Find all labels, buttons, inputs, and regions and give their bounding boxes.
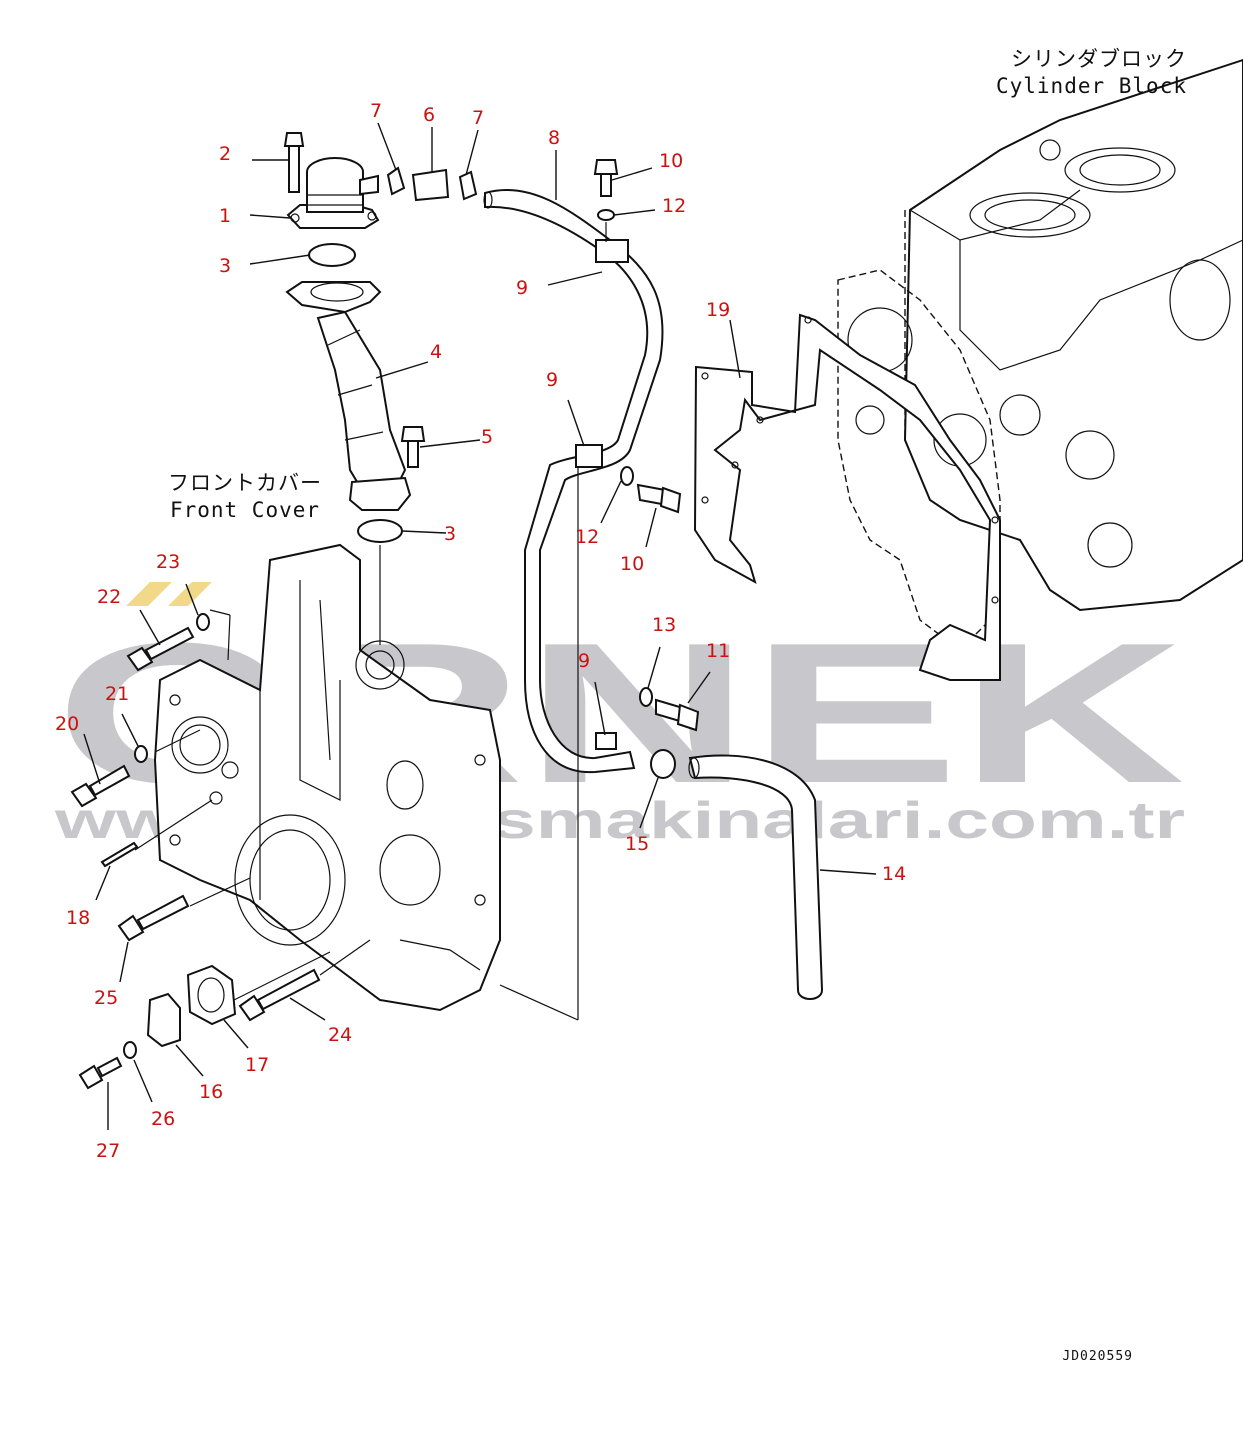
washer-12-upper bbox=[597, 209, 615, 221]
callout-2: 2 bbox=[219, 143, 231, 165]
callout-15: 15 bbox=[625, 833, 649, 855]
callout-16: 16 bbox=[199, 1081, 223, 1103]
bolt-27 bbox=[78, 1056, 123, 1090]
callout-7-left: 7 bbox=[370, 100, 382, 122]
bolt-11 bbox=[655, 698, 700, 732]
callout-3-lower: 3 bbox=[444, 523, 456, 545]
o-ring-3-lower bbox=[357, 519, 403, 543]
callout-8: 8 bbox=[548, 127, 560, 149]
callout-19: 19 bbox=[706, 299, 730, 321]
gasket-17 bbox=[186, 964, 237, 1026]
callout-23: 23 bbox=[156, 551, 180, 573]
callout-6: 6 bbox=[423, 104, 435, 126]
callout-9-lower: 9 bbox=[578, 650, 590, 672]
callout-10-upper: 10 bbox=[659, 150, 683, 172]
drawing-reference: JD020559 bbox=[1062, 1349, 1133, 1364]
callout-9-middle: 9 bbox=[546, 369, 558, 391]
o-ring-3-upper bbox=[308, 243, 356, 267]
gasket-19 bbox=[693, 313, 1001, 681]
callout-numbers: 2 1 3 7 6 7 8 10 12 9 4 5 3 9 12 10 19 1… bbox=[55, 100, 906, 1162]
callout-21: 21 bbox=[105, 683, 129, 705]
callout-26: 26 bbox=[151, 1108, 175, 1130]
washer-21 bbox=[134, 745, 148, 763]
callout-17: 17 bbox=[245, 1054, 269, 1076]
washer-12-lower bbox=[620, 466, 634, 486]
callout-12-lower: 12 bbox=[575, 526, 599, 548]
callout-22: 22 bbox=[97, 586, 121, 608]
callout-5: 5 bbox=[481, 426, 493, 448]
bolt-10-lower bbox=[636, 483, 682, 514]
callout-7-right: 7 bbox=[472, 107, 484, 129]
callout-10-lower: 10 bbox=[620, 553, 644, 575]
clamp-15 bbox=[650, 749, 676, 779]
callout-4: 4 bbox=[430, 341, 442, 363]
washer-23 bbox=[196, 613, 210, 631]
captions: シリンダブロック Cylinder Block フロントカバー Front Co… bbox=[168, 47, 1187, 1364]
dowel-pin-18 bbox=[100, 841, 139, 868]
bolt-10-upper bbox=[593, 159, 619, 197]
bolt-22 bbox=[126, 626, 195, 672]
callout-13: 13 bbox=[652, 614, 676, 636]
callout-18: 18 bbox=[66, 907, 90, 929]
bolt-5 bbox=[400, 426, 426, 468]
hose-14 bbox=[688, 754, 824, 1000]
water-pipe-4 bbox=[285, 281, 412, 511]
washer-13 bbox=[639, 687, 653, 707]
cylinder-block-label-jp: シリンダブロック bbox=[1011, 47, 1187, 71]
callout-20: 20 bbox=[55, 713, 79, 735]
bolt-25 bbox=[117, 894, 190, 942]
callout-27: 27 bbox=[96, 1140, 120, 1162]
front-cover-label-en: Front Cover bbox=[170, 498, 320, 522]
bolt-24 bbox=[238, 968, 321, 1022]
cover-plate-16 bbox=[146, 992, 181, 1048]
callout-1: 1 bbox=[219, 205, 231, 227]
leader-lines bbox=[83, 122, 877, 1130]
callout-14: 14 bbox=[882, 863, 906, 885]
bolt-2 bbox=[283, 132, 305, 193]
callout-11: 11 bbox=[706, 640, 730, 662]
hose-6-and-clamps-7 bbox=[386, 166, 478, 202]
pipe-8 bbox=[483, 188, 664, 774]
washer-26 bbox=[123, 1041, 137, 1059]
callout-9-upper: 9 bbox=[516, 277, 528, 299]
watermark-accent-left bbox=[126, 582, 172, 606]
cylinder-block bbox=[837, 58, 1243, 651]
front-cover bbox=[153, 543, 501, 1012]
callout-12-upper: 12 bbox=[662, 195, 686, 217]
thermostat-housing-1 bbox=[286, 157, 380, 229]
callout-25: 25 bbox=[94, 987, 118, 1009]
front-cover-label-jp: フロントカバー bbox=[168, 471, 322, 495]
callout-3-upper: 3 bbox=[219, 255, 231, 277]
callout-24: 24 bbox=[328, 1024, 352, 1046]
cylinder-block-label-en: Cylinder Block bbox=[996, 74, 1187, 98]
bolt-20 bbox=[70, 764, 131, 808]
